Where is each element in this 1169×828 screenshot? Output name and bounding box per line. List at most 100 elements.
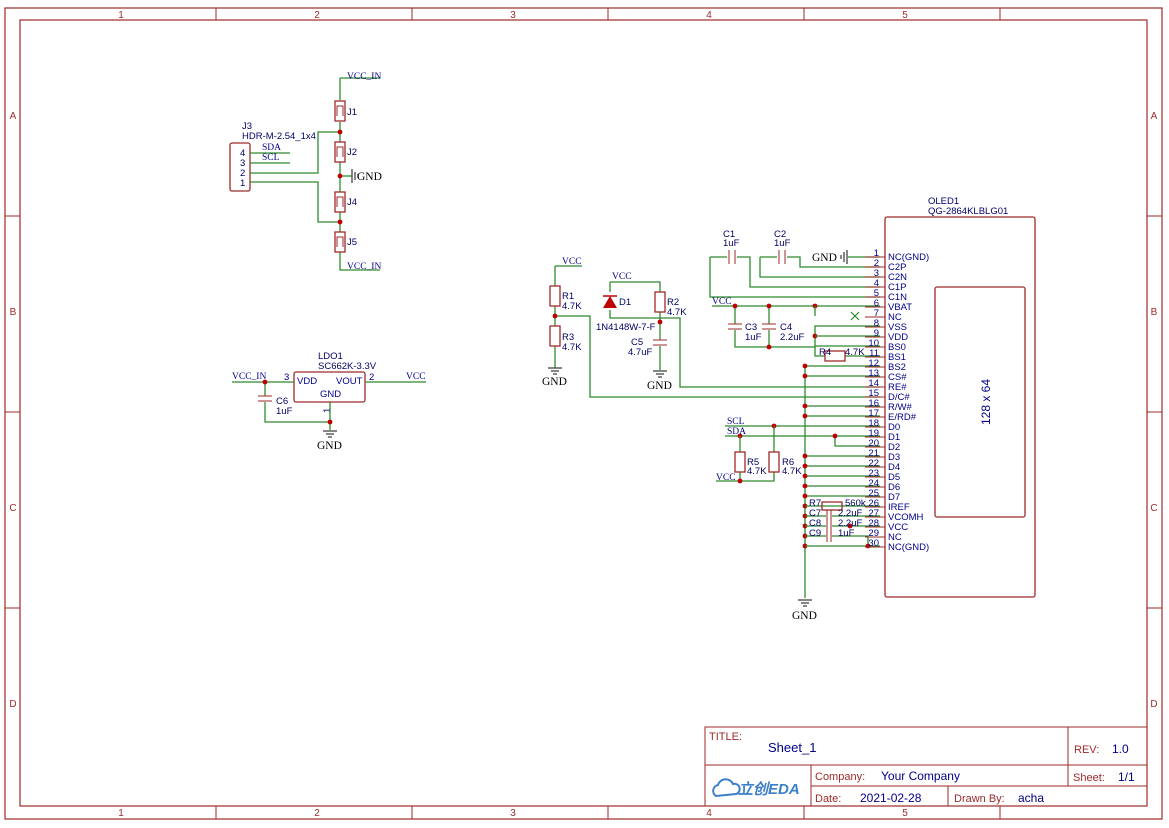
capacitor-c6[interactable] [258, 395, 272, 402]
oled-screen [934, 286, 1026, 518]
oled-pin-number: 18 [868, 418, 879, 429]
c7-designator: C7 [809, 508, 821, 519]
ldo-section: LDO1 SC662K-3.3V VDD VOUT GND 3 2 1 C6 1… [232, 351, 426, 452]
resistor-r7[interactable] [821, 501, 843, 511]
capacitor-c2[interactable] [778, 250, 786, 264]
logo-text: 立创EDA [738, 780, 800, 798]
capacitor-c8[interactable] [826, 520, 832, 532]
j3-pin-number: 1 [240, 178, 245, 189]
diode-d1[interactable] [603, 295, 617, 308]
r3-designator: R3 [562, 332, 574, 343]
lceda-logo: 立创EDA [712, 778, 800, 798]
capacitor-c4[interactable] [762, 323, 776, 330]
j3-pin-number: 3 [240, 158, 245, 169]
oled-pin-number: 5 [874, 288, 879, 299]
r7-designator: R7 [809, 498, 821, 509]
jumper-designator: J4 [347, 197, 357, 208]
j3-connector-body[interactable] [229, 142, 251, 192]
c9-value: 1uF [838, 528, 855, 539]
oled-pin-number: 7 [874, 308, 879, 319]
net-label-sda: SDA [727, 427, 746, 437]
oled-pin-number: 11 [869, 348, 879, 359]
net-label-sda: SDA [262, 143, 281, 153]
ldo-designator: LDO1 [318, 351, 343, 362]
col-label-bottom: 1 [118, 808, 124, 819]
row-label-right: D [1150, 699, 1157, 710]
net-label-vcc: VCC [712, 297, 732, 307]
oled-pin-name: RE# [888, 382, 907, 393]
oled-pin-name: VCC [888, 522, 908, 533]
resistor-r1[interactable] [549, 285, 561, 307]
oled-pin-number: 12 [868, 358, 879, 369]
oled-pin-number: 14 [868, 378, 879, 389]
net-label-scl: SCL [727, 417, 745, 427]
oled-pin-name: C2N [888, 272, 907, 283]
oled-pin-name: BS2 [888, 362, 906, 373]
jumper-j2[interactable]: J2 [334, 141, 357, 163]
d1-designator: D1 [619, 297, 631, 308]
oled-pin-name: VSS [888, 322, 907, 333]
r5-designator: R5 [747, 457, 759, 468]
oled-designator: OLED1 [928, 196, 959, 207]
connector-section: J3 HDR-M-2.54_1x4 4 3 2 1 SDA SCL VCC_IN… [229, 72, 382, 272]
ldo-pin-vdd: VDD [297, 376, 317, 387]
resistor-r5[interactable] [734, 451, 746, 473]
j3-pin-number: 2 [240, 168, 245, 179]
col-label-top: 1 [118, 10, 124, 21]
col-label-top: 4 [706, 10, 712, 21]
date-value: 2021-02-28 [860, 791, 922, 805]
net-label-vcc-in: VCC_IN [347, 262, 381, 272]
row-label-right: C [1150, 503, 1157, 514]
c2-value: 1uF [774, 238, 791, 249]
net-label-gnd: GND [792, 610, 817, 622]
oled-pin-name: VDD [888, 332, 908, 343]
date-label: Date: [815, 793, 841, 805]
capacitor-c9[interactable] [826, 530, 832, 542]
oled-pin-number: 3 [874, 268, 879, 279]
capacitor-c1[interactable] [728, 250, 736, 264]
col-label-bottom: 5 [902, 808, 908, 819]
oled-pin-name: D3 [888, 452, 900, 463]
row-label-left: D [9, 699, 16, 710]
r5-value: 4.7K [747, 466, 767, 477]
oled-pin-number: 19 [868, 428, 879, 439]
c4-designator: C4 [780, 322, 792, 333]
capacitor-c5[interactable] [653, 339, 667, 346]
oled-pin-name: D/C# [888, 392, 910, 403]
oled-pin-number: 24 [868, 478, 879, 489]
jumper-j1[interactable]: J1 [334, 100, 357, 122]
oled-pin-name: C1N [888, 292, 907, 303]
row-label-right: B [1151, 307, 1158, 318]
capacitor-c3[interactable] [728, 323, 742, 330]
resistor-r3[interactable] [549, 325, 561, 347]
r6-designator: R6 [782, 457, 794, 468]
oled-pin-name: D5 [888, 472, 900, 483]
oled-pin-name: D7 [888, 492, 900, 503]
drawn-by-label: Drawn By: [954, 793, 1005, 805]
resistor-r2[interactable] [654, 291, 666, 313]
jumper-j5[interactable]: J5 [334, 231, 357, 253]
title-block: TITLE: Sheet_1 REV: 1.0 Company: Your Co… [704, 726, 1148, 807]
gnd-symbol: GND [542, 367, 567, 388]
c3-value: 1uF [745, 332, 762, 343]
oled-pin-number: 25 [868, 488, 879, 499]
no-connect-marker [850, 311, 860, 321]
resistor-r6[interactable] [768, 451, 780, 473]
capacitor-c7[interactable] [826, 510, 832, 522]
resistor-r4[interactable] [824, 350, 846, 362]
sheet-label: Sheet: [1073, 772, 1105, 784]
oled-pin-name: NC(GND) [888, 252, 929, 263]
ldo-pin-gnd: GND [320, 389, 341, 400]
c3-designator: C3 [745, 322, 757, 333]
oled-pin-number: 9 [874, 328, 879, 339]
company-value: Your Company [881, 769, 960, 783]
drawn-by-value: acha [1018, 791, 1044, 805]
oled-pin-number: 10 [868, 338, 879, 349]
oled-pin-name: NC [888, 312, 902, 323]
oled-pin-name: C1P [888, 282, 906, 293]
oled-pin-number: 29 [868, 528, 879, 539]
cloud-icon [712, 778, 741, 798]
jumper-j4[interactable]: J4 [334, 191, 357, 213]
oled-pin-name: D6 [888, 482, 900, 493]
oled-screen-label: 128 x 64 [979, 379, 993, 425]
